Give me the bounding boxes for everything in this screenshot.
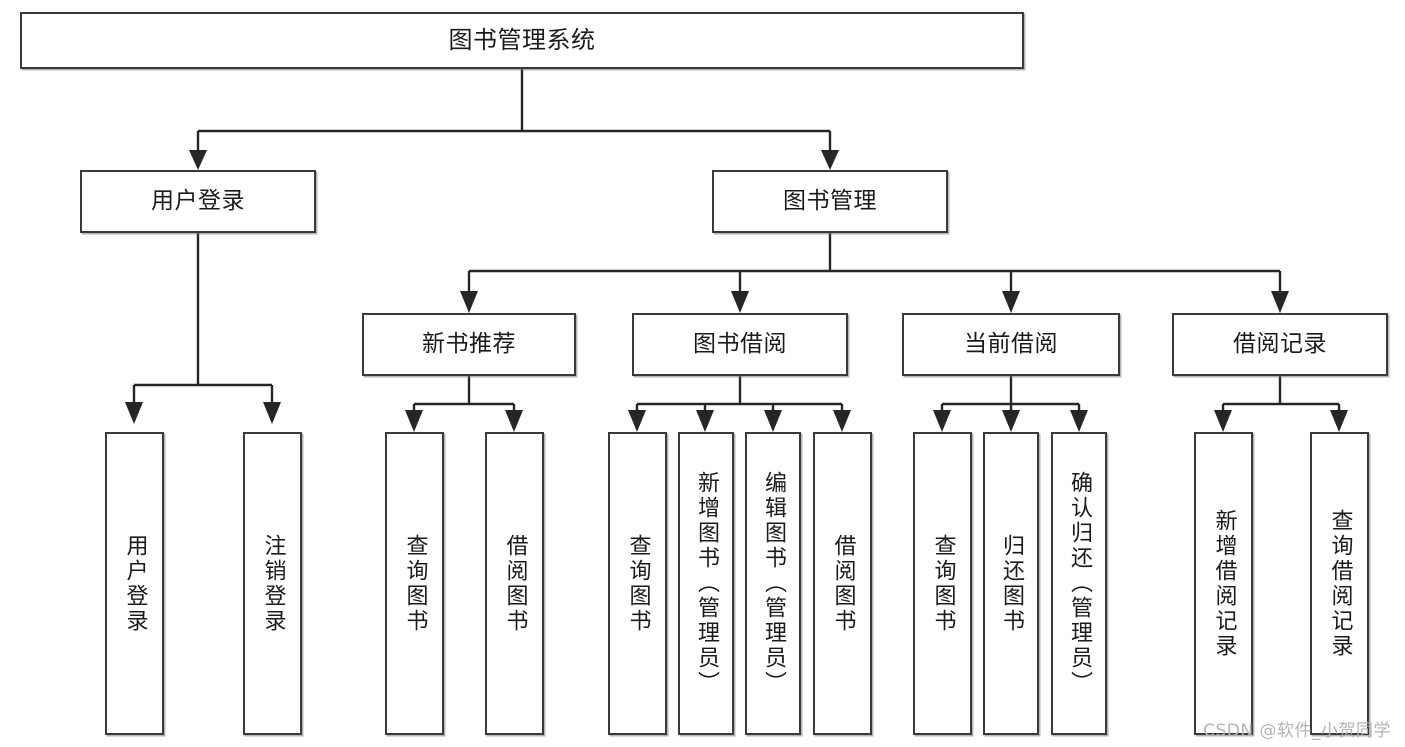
node-label: 图书管理 (783, 187, 877, 214)
arrow-bb-l3 (764, 410, 782, 432)
node-label: 归还图书 (999, 533, 1024, 634)
csdn-watermark: CSDN @软件_小贺同学 (1203, 721, 1391, 741)
arrow-bb-l1 (628, 410, 646, 432)
node-leaf-borrow-book-2[interactable]: 借阅图书 (813, 432, 872, 735)
node-leaf-confirm-return[interactable]: 确认归还（管理员） (1051, 432, 1107, 735)
node-label: 编辑图书（管理员） (761, 471, 786, 696)
arrow-ul-leaf2 (263, 402, 281, 424)
arrow-ul-leaf1 (125, 402, 143, 424)
node-leaf-edit-book[interactable]: 编辑图书（管理员） (745, 432, 801, 735)
node-label: 查询图书 (930, 533, 956, 634)
arrow-cb-l3 (1070, 410, 1088, 432)
node-label: 图书借阅 (693, 330, 787, 357)
node-label: 用户登录 (122, 533, 148, 634)
node-label: 注销登录 (260, 533, 286, 634)
arrow-cb-l1 (933, 410, 951, 432)
node-label: 图书管理系统 (448, 26, 596, 55)
arrow-to-new-book (460, 291, 478, 313)
arrow-to-user-login (189, 150, 207, 170)
node-label: 新增图书（管理员） (694, 471, 719, 696)
arrow-cb-l2 (1002, 410, 1020, 432)
arrow-bb-l4 (833, 410, 851, 432)
arrow-nb-l1 (405, 410, 423, 432)
arrow-to-borrow-record (1271, 291, 1289, 313)
node-leaf-add-record[interactable]: 新增借阅记录 (1194, 432, 1253, 735)
node-book-borrow[interactable]: 图书借阅 (632, 313, 848, 376)
node-leaf-add-book[interactable]: 新增图书（管理员） (678, 432, 734, 735)
node-label: 新书推荐 (422, 330, 516, 357)
node-leaf-query-book-3[interactable]: 查询图书 (913, 432, 972, 735)
arrow-to-current-borrow (1002, 291, 1020, 313)
node-leaf-borrow-book-1[interactable]: 借阅图书 (485, 432, 544, 735)
node-label: 查询图书 (625, 533, 651, 634)
node-label: 查询图书 (402, 533, 428, 634)
node-current-borrow[interactable]: 当前借阅 (902, 313, 1120, 376)
node-label: 借阅图书 (502, 533, 528, 634)
arrow-to-book-borrow (731, 291, 749, 313)
node-leaf-return-book[interactable]: 归还图书 (983, 432, 1039, 735)
node-leaf-query-record[interactable]: 查询借阅记录 (1310, 432, 1369, 735)
arrow-bb-l2 (696, 410, 714, 432)
arrow-nb-l2 (505, 410, 523, 432)
node-new-book-recommend[interactable]: 新书推荐 (362, 313, 576, 376)
node-root-book-management-system[interactable]: 图书管理系统 (20, 12, 1024, 69)
node-leaf-logout-login[interactable]: 注销登录 (243, 432, 302, 735)
node-leaf-query-book-1[interactable]: 查询图书 (385, 432, 444, 735)
node-borrow-record[interactable]: 借阅记录 (1172, 313, 1388, 376)
node-label: 用户登录 (151, 187, 245, 214)
node-book-management[interactable]: 图书管理 (712, 170, 948, 233)
node-leaf-query-book-2[interactable]: 查询图书 (608, 432, 667, 735)
node-label: 新增借阅记录 (1211, 508, 1237, 659)
node-label: 当前借阅 (964, 330, 1058, 357)
node-label: 借阅记录 (1233, 330, 1327, 357)
node-user-login[interactable]: 用户登录 (80, 170, 316, 233)
node-label: 借阅图书 (830, 533, 856, 634)
node-label: 确认归还（管理员） (1067, 471, 1092, 696)
node-label: 查询借阅记录 (1327, 508, 1353, 659)
arrow-br-l2 (1330, 410, 1348, 432)
arrow-to-book-management (821, 150, 839, 170)
arrow-br-l1 (1214, 410, 1232, 432)
node-leaf-user-login[interactable]: 用户登录 (105, 432, 164, 735)
